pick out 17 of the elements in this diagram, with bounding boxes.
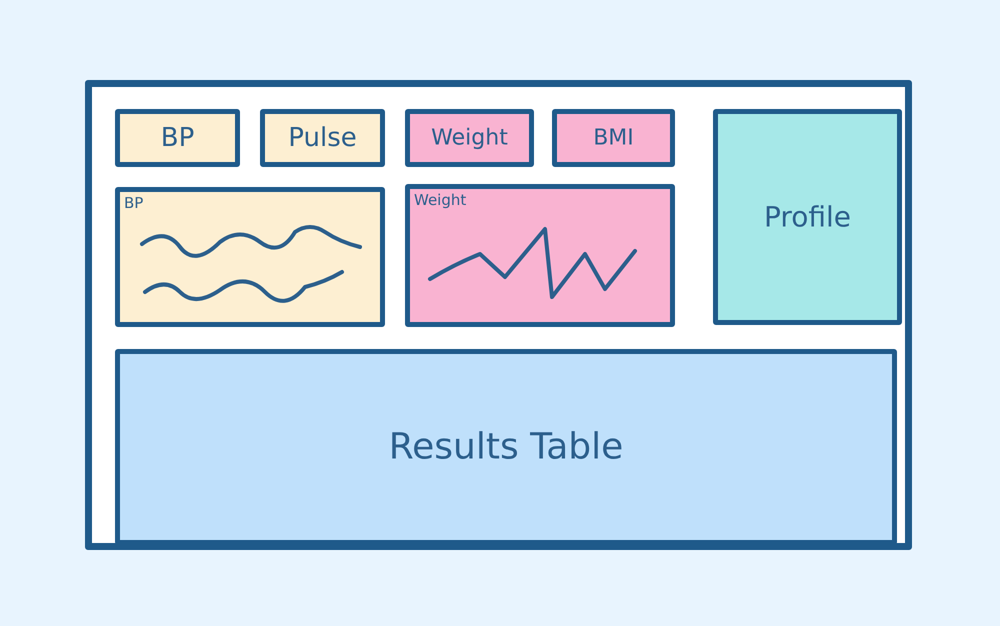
- metric-card: [260, 109, 385, 167]
- metric-card: [405, 109, 534, 167]
- dashboard-frame: [85, 80, 912, 550]
- panel-title: BP: [124, 194, 144, 212]
- table-panel: [115, 349, 897, 545]
- metric-card: [115, 109, 240, 167]
- profile-panel: [713, 109, 902, 325]
- metric-card: [552, 109, 675, 167]
- card-title: Pulse: [288, 123, 357, 153]
- card-title: BMI: [593, 126, 634, 150]
- card-title: Profile: [764, 200, 852, 234]
- card-title: BP: [160, 123, 194, 153]
- chart-panel: [115, 187, 385, 327]
- panel-title: Weight: [414, 191, 466, 209]
- card-title: Weight: [431, 126, 508, 150]
- chart-panel: [405, 184, 675, 327]
- card-title: Results Table: [388, 426, 624, 468]
